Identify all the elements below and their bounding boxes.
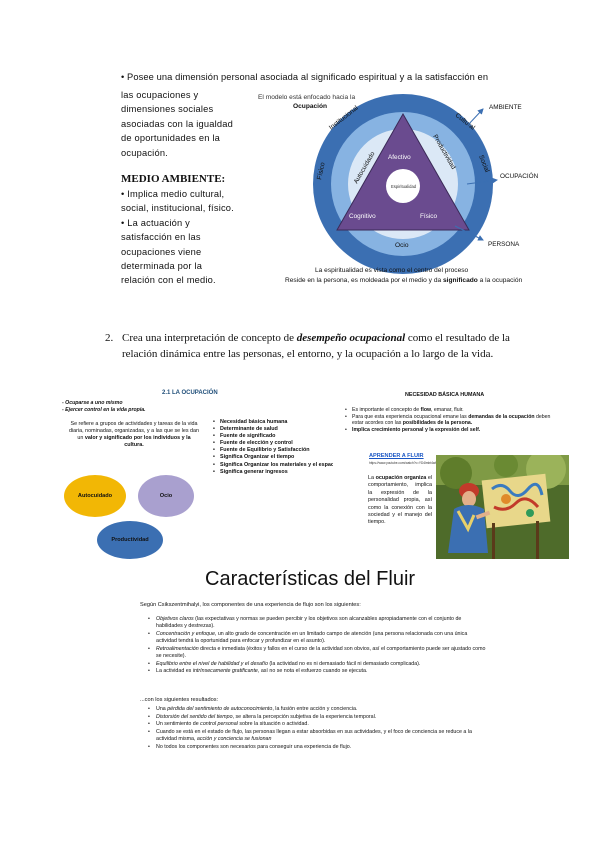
aprender-a-fluir-link[interactable]: APRENDER A FLUIR — [369, 453, 424, 459]
intro-line: las ocupaciones y — [121, 90, 199, 100]
list-item: Fuente de Equilibrio y Satisfacción — [213, 447, 341, 454]
slide2-list: Es importante el concepto de flow, emana… — [345, 407, 560, 433]
intro-line: ocupación. — [121, 147, 168, 158]
list-item: La actividad es intrínsecamente gratific… — [148, 668, 488, 675]
list-item: Fuente de elección y control — [213, 440, 341, 447]
ring-label-ocio: Ocio — [395, 242, 409, 249]
intro-line: asociadas con la igualdad — [121, 118, 233, 129]
triangle-label-afectivo: Afectivo — [388, 154, 411, 161]
list-item: Implica crecimiento personal y la expres… — [345, 427, 560, 434]
list-item: Determinante de salud — [213, 426, 341, 433]
slide2-title: NECESIDAD BÁSICA HUMANA — [405, 392, 485, 398]
list-item: Para que esta experiencia ocupacional em… — [345, 414, 560, 427]
slide1-desc-normal: Se refiere a grupos de actividades y tar… — [68, 421, 200, 441]
slide1-goal: - Ocuparse a uno mismo — [62, 400, 123, 406]
intro-line: de oportunidades en la — [121, 133, 220, 144]
spirituality-core — [386, 169, 420, 203]
ring-label-fisico: Físico — [316, 161, 327, 180]
video-url[interactable]: https://www.youtube.com/watch?v=YD4lmbt4… — [369, 461, 441, 465]
medio-ambiente-heading: MEDIO AMBIENTE: — [121, 173, 226, 185]
circle-productividad: Productividad — [97, 521, 163, 559]
list-item: Significa Organizar el tiempo — [213, 454, 341, 461]
triangle-label-espiritualidad: Espiritualidad — [391, 184, 417, 189]
question-pre: Crea una interpretación de concepto de — [122, 332, 294, 344]
fluir-intro: Según Csikszentmihalyi, los componentes … — [140, 602, 361, 608]
list-item: Una pérdida del sentimiento de autoconoc… — [148, 706, 488, 713]
medio-line: social, institucional, físico. — [121, 203, 234, 214]
diagram-caption-2: Reside en la persona, es moldeada por el… — [285, 277, 523, 284]
question-number: 2. — [105, 332, 114, 344]
circle-ocio: Ocio — [138, 475, 194, 517]
slide1-title: 2.1 LA OCUPACIÓN — [162, 390, 218, 396]
list-item: Distorsión del sentido del tiempo, se al… — [148, 714, 488, 721]
diagram-caption-1: La espiritualidad es vista como el centr… — [315, 267, 469, 274]
list-item: Objetivos claros (las expectativas y nor… — [148, 616, 488, 630]
list-item: No todos los componentes son necesarios … — [148, 744, 488, 751]
medio-line: ocupaciones viene — [121, 246, 202, 257]
slide1-list: Necesidad básica humana Determinante de … — [213, 419, 341, 476]
occupational-model-diagram: El modelo está enfocado hacia la Ocupaci… — [258, 94, 539, 284]
fluir-results-list: Una pérdida del sentimiento de autoconoc… — [148, 706, 488, 752]
question-text: Crea una interpretación de concepto de d… — [122, 331, 532, 362]
list-item: Fuente de significado — [213, 433, 341, 440]
intro-first-line: • Posee una dimensión personal asociada … — [121, 72, 489, 82]
medio-line: • La actuación y — [121, 217, 190, 228]
slide1-goals: - Ocuparse a uno mismo - Ejercer control… — [62, 400, 146, 414]
slide1-desc-bold: valor y significado por los individuos y… — [84, 435, 191, 448]
intro-continuation: las ocupaciones y dimensiones sociales a… — [121, 88, 233, 160]
circle-autocuidado: Autocuidado — [64, 475, 126, 517]
slide1-description: Se refiere a grupos de actividades y tar… — [68, 421, 200, 449]
medio-ambiente-text: • Implica medio cultural, social, instit… — [121, 187, 234, 288]
medio-line: • Implica medio cultural, — [121, 189, 225, 199]
medio-line: relación con el medio. — [121, 275, 216, 286]
list-item: Significa Organizar los materiales y el … — [213, 462, 341, 469]
diagram-header-2: Ocupación — [293, 103, 327, 110]
slide1-goal: - Ejercer control en la vida propia. — [62, 407, 146, 413]
list-item: Significa generar ingresos — [213, 469, 341, 476]
list-item: Necesidad básica humana — [213, 419, 341, 426]
arrow-ambiente — [466, 108, 484, 127]
painter-photo — [436, 455, 569, 559]
arrow-ocupacion — [466, 177, 498, 185]
list-item: Equilibrio entre el nivel de habilidad y… — [148, 661, 488, 668]
diagram-header-1: El modelo está enfocado hacia la — [258, 94, 355, 101]
arrow-persona — [454, 225, 484, 241]
triangle-label-fisico: Físico — [420, 213, 437, 220]
arrow-label-ocupacion: OCUPACIÓN — [500, 171, 539, 180]
arrow-label-ambiente: AMBIENTE — [489, 104, 522, 111]
medio-line: satisfacción en las — [121, 232, 201, 243]
triangle-label-cognitivo: Cognitivo — [349, 213, 376, 220]
intro-line: dimensiones sociales — [121, 104, 214, 115]
list-item: Concentración y enfoque, un alto grado d… — [148, 631, 488, 645]
list-item: Un sentimiento de control personal sobre… — [148, 721, 488, 728]
question-post: como el resultado de la relación dinámic… — [122, 332, 510, 360]
fluir-results-heading: ...con los siguientes resultados: — [140, 697, 219, 703]
fluir-components-list: Objetivos claros (las expectativas y nor… — [148, 616, 488, 676]
fluir-title: Características del Fluir — [205, 568, 416, 590]
list-item: Cuando se está en el estado de flujo, la… — [148, 729, 488, 743]
medio-line: determinada por la — [121, 261, 203, 272]
list-item: Es importante el concepto de flow, emana… — [345, 407, 560, 414]
slide2-paragraph: La ocupación organiza el comportamiento,… — [368, 475, 433, 526]
question-emphasis: desempeño ocupacional — [296, 332, 406, 344]
arrow-label-persona: PERSONA — [488, 241, 520, 248]
list-item: Retroalimentación directa e inmediata (é… — [148, 646, 488, 660]
